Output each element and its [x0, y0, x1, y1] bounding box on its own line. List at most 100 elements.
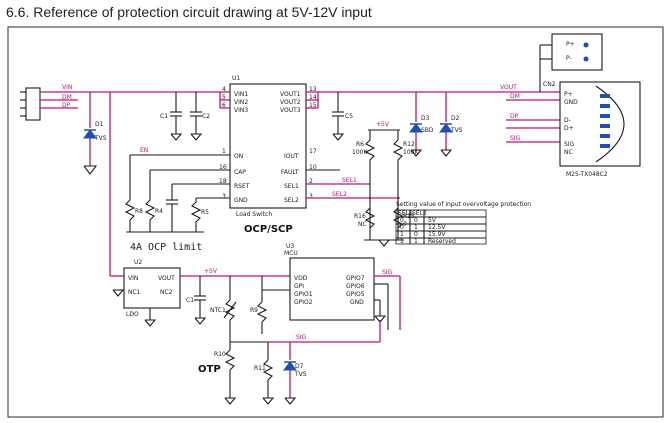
diode-d1-tvs: D1 TVS	[83, 92, 107, 175]
svg-text:R6: R6	[356, 141, 364, 148]
svg-text:VIN3: VIN3	[234, 107, 248, 114]
ic-u3-mcu: U3 MCU VDD GPI GPIO1 GPIO2 GPIO7 GPIO6 G…	[284, 243, 375, 321]
svg-text:18: 18	[219, 178, 227, 185]
svg-text:VOUT2: VOUT2	[280, 99, 301, 106]
table-title: Setting value of input overvoltage prote…	[396, 201, 531, 208]
svg-text:LDO: LDO	[126, 311, 139, 318]
svg-text:3: 3	[222, 193, 226, 200]
svg-text:R8: R8	[135, 208, 143, 215]
svg-text:IOUT: IOUT	[284, 153, 299, 160]
svg-text:GPIO6: GPIO6	[346, 283, 365, 290]
svg-text:D7: D7	[295, 363, 304, 370]
svg-text:+5V: +5V	[204, 268, 218, 275]
svg-text:15: 15	[309, 102, 317, 109]
svg-text:D-: D-	[564, 117, 571, 124]
ocp-scp-label: OCP/SCP	[244, 224, 293, 235]
svg-text:D2: D2	[451, 115, 460, 122]
svg-text:GPIO2: GPIO2	[294, 299, 313, 306]
svg-text:SEL1: SEL1	[342, 177, 357, 184]
svg-text:VIN: VIN	[128, 275, 138, 282]
svg-text:3: 3	[309, 193, 313, 200]
svg-text:R5: R5	[201, 209, 209, 216]
svg-text:VOUT1: VOUT1	[280, 91, 301, 98]
page-title: 6.6. Reference of protection circuit dra…	[6, 4, 372, 20]
net-label-dm: DM	[62, 94, 72, 101]
capacitor-c5: C5	[332, 92, 353, 141]
svg-text:RSET: RSET	[234, 183, 250, 190]
resistor-r11: R11	[254, 342, 275, 405]
ic-u2-ldo: U2 VIN NC1 VOUT NC2 LDO	[123, 259, 181, 327]
svg-text:5V: 5V	[428, 217, 437, 224]
svg-text:R12: R12	[403, 141, 415, 148]
svg-text:GPI: GPI	[294, 283, 304, 290]
connector-cn2: CN2 P+ GND D- D+ SIG NC M25-TX048C2	[543, 81, 641, 178]
svg-text:SIG: SIG	[564, 141, 575, 148]
svg-text:1: 1	[414, 238, 418, 245]
svg-text:15.9V: 15.9V	[428, 231, 446, 238]
capacitor-c2: C2	[190, 92, 210, 141]
svg-text:16: 16	[219, 164, 227, 171]
svg-text:VIN2: VIN2	[234, 99, 248, 106]
svg-text:D1: D1	[95, 121, 104, 128]
svg-text:+5V: +5V	[376, 121, 390, 128]
svg-text:CAP: CAP	[234, 169, 246, 176]
resistor-r5: R5	[190, 201, 209, 232]
svg-text:10: 10	[309, 164, 317, 171]
svg-text:P+: P+	[566, 41, 575, 48]
ocp-limit-label: 4A OCP limit	[130, 242, 202, 253]
svg-text:0: 0	[400, 217, 404, 224]
diode-d3-sbd: D3 SBD	[409, 92, 434, 157]
svg-text:NC: NC	[564, 149, 573, 156]
svg-text:17: 17	[309, 148, 317, 155]
svg-text:14: 14	[309, 94, 317, 101]
svg-text:SIG: SIG	[296, 334, 307, 341]
svg-text:D3: D3	[421, 115, 430, 122]
svg-text:6: 6	[222, 102, 226, 109]
svg-text:DP: DP	[510, 113, 519, 120]
svg-text:TVS: TVS	[450, 127, 463, 134]
svg-text:SEL1: SEL1	[284, 183, 299, 190]
resistor-r6: R6 100K	[352, 130, 376, 240]
svg-text:1: 1	[400, 231, 404, 238]
capacitor-c1-ldo: C1	[186, 276, 207, 325]
svg-text:VDD: VDD	[294, 275, 308, 282]
svg-text:SEL2: SEL2	[332, 191, 347, 198]
svg-text:5: 5	[222, 94, 226, 101]
svg-text:CN2: CN2	[543, 81, 556, 88]
svg-text:R9: R9	[250, 307, 258, 314]
svg-text:Reserved: Reserved	[428, 238, 456, 245]
svg-text:GPIO7: GPIO7	[346, 275, 365, 282]
svg-text:2: 2	[309, 178, 313, 185]
svg-text:TVS: TVS	[294, 371, 307, 378]
svg-text:VOUT: VOUT	[158, 275, 175, 282]
svg-text:R10: R10	[214, 351, 226, 358]
svg-text:VOUT3: VOUT3	[280, 107, 301, 114]
svg-text:GPIO1: GPIO1	[294, 291, 313, 298]
svg-text:C2: C2	[202, 113, 210, 120]
diode-d7-tvs: D7 TVS	[283, 342, 307, 405]
svg-text:ON: ON	[234, 153, 243, 160]
svg-text:C1: C1	[186, 297, 194, 304]
svg-text:P+: P+	[564, 91, 573, 98]
diode-d2-tvs: D2 TVS	[439, 92, 463, 157]
svg-text:SBD: SBD	[421, 127, 434, 134]
connector-cn1: P+ P-	[539, 33, 603, 92]
resistor-r16: R16 NC	[354, 207, 376, 229]
svg-text:1: 1	[222, 148, 226, 155]
svg-text:1: 1	[414, 224, 418, 231]
otp-label: OTP	[198, 364, 221, 375]
svg-text:GND: GND	[564, 99, 578, 106]
svg-text:Load Switch: Load Switch	[236, 211, 272, 218]
net-label-vin: VIN	[62, 84, 72, 91]
svg-text:VIN1: VIN1	[234, 91, 248, 98]
net-label-dp: DP	[62, 102, 71, 109]
resistor-r9: R9	[250, 276, 268, 334]
svg-text:U1: U1	[232, 75, 240, 82]
svg-text:12.5V: 12.5V	[428, 224, 446, 231]
svg-text:0: 0	[414, 217, 418, 224]
svg-text:13: 13	[309, 86, 317, 93]
ic-u1-load-switch: U1 VIN1 VIN2 VIN3 ON CAP RSET GND VOUT1 …	[219, 75, 317, 218]
input-connector	[20, 87, 41, 121]
svg-text:R4: R4	[155, 208, 163, 215]
